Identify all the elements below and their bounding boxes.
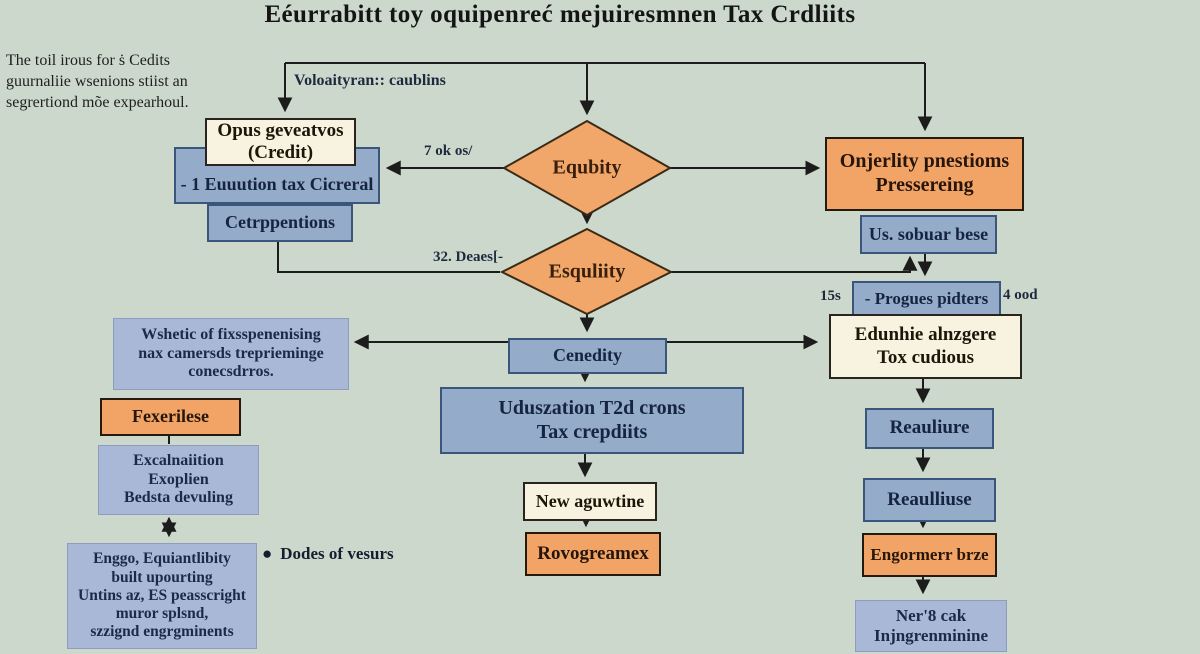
decision-diamond-esqulity: [499, 227, 674, 316]
node-new-aguwtine: New aguwtine: [523, 482, 657, 521]
connector-arrow: [670, 255, 918, 273]
node-cetrppentions: Cetrppentions: [207, 204, 353, 242]
note-top-left: The toil irous for ṡ Cedits guurnaliie w…: [6, 52, 189, 112]
node-edunhie: Edunhie alnzgere Tox cudious: [829, 314, 1022, 379]
node-reauliure: Reauliure: [865, 408, 994, 449]
node-engormerr-brze: Engormerr brze: [862, 533, 997, 577]
diamond-label-equbity: Equbity: [552, 156, 622, 179]
node-ner8-cak: Ner'8 cak Injngrenminine: [855, 600, 1007, 652]
node-fexerilese: Fexerilese: [100, 398, 241, 436]
bullet-icon: ●: [262, 544, 273, 563]
node-uduszation: Uduszation T2d crons Tax crepdiits: [440, 387, 744, 454]
node-enggo: Enggo, Equiantlibity built upourting Unt…: [67, 543, 257, 649]
legend-bullet-note: ● Dodes of vesurs: [262, 544, 394, 564]
node-progues-pidters: - Progues pidters: [852, 281, 1001, 318]
node-opus-credit: Opus geveatvos (Credit): [205, 118, 356, 166]
node-excalnaition: Excalnaiition Exoplien Bedsta devuling: [98, 445, 259, 515]
edge-label-15s: 15s: [820, 288, 841, 304]
node-cenedity: Cenedity: [508, 338, 667, 374]
edge-label-voloaityran: Voloaityran:: caublins: [294, 72, 446, 89]
diamond-label-esqulity: Esquliity: [548, 260, 626, 283]
legend-bullet-text: Dodes of vesurs: [280, 544, 394, 563]
edge-label-4-ood: 4 ood: [1003, 287, 1038, 303]
decision-diamond-equbity: [501, 119, 673, 217]
node-reaulliuse: Reaulliuse: [863, 478, 996, 522]
node-rovogreamex: Rovogreamex: [525, 532, 661, 576]
edge-label-7-ok-os: 7 ok os/: [424, 143, 473, 159]
edge-label-32-deaes: 32. Deaes[-: [433, 249, 503, 265]
node-us-sobuar-bese: Us. sobuar bese: [860, 215, 997, 254]
connector-line: [277, 237, 500, 273]
page-title: Eéurrabitt toy oquipenreć mejuiresmnen T…: [264, 1, 856, 28]
node-wshetic: Wshetic of fixsspenenising nax camersds …: [113, 318, 349, 390]
node-onjerlity: Onjerlity pnestioms Pressereing: [825, 137, 1024, 211]
